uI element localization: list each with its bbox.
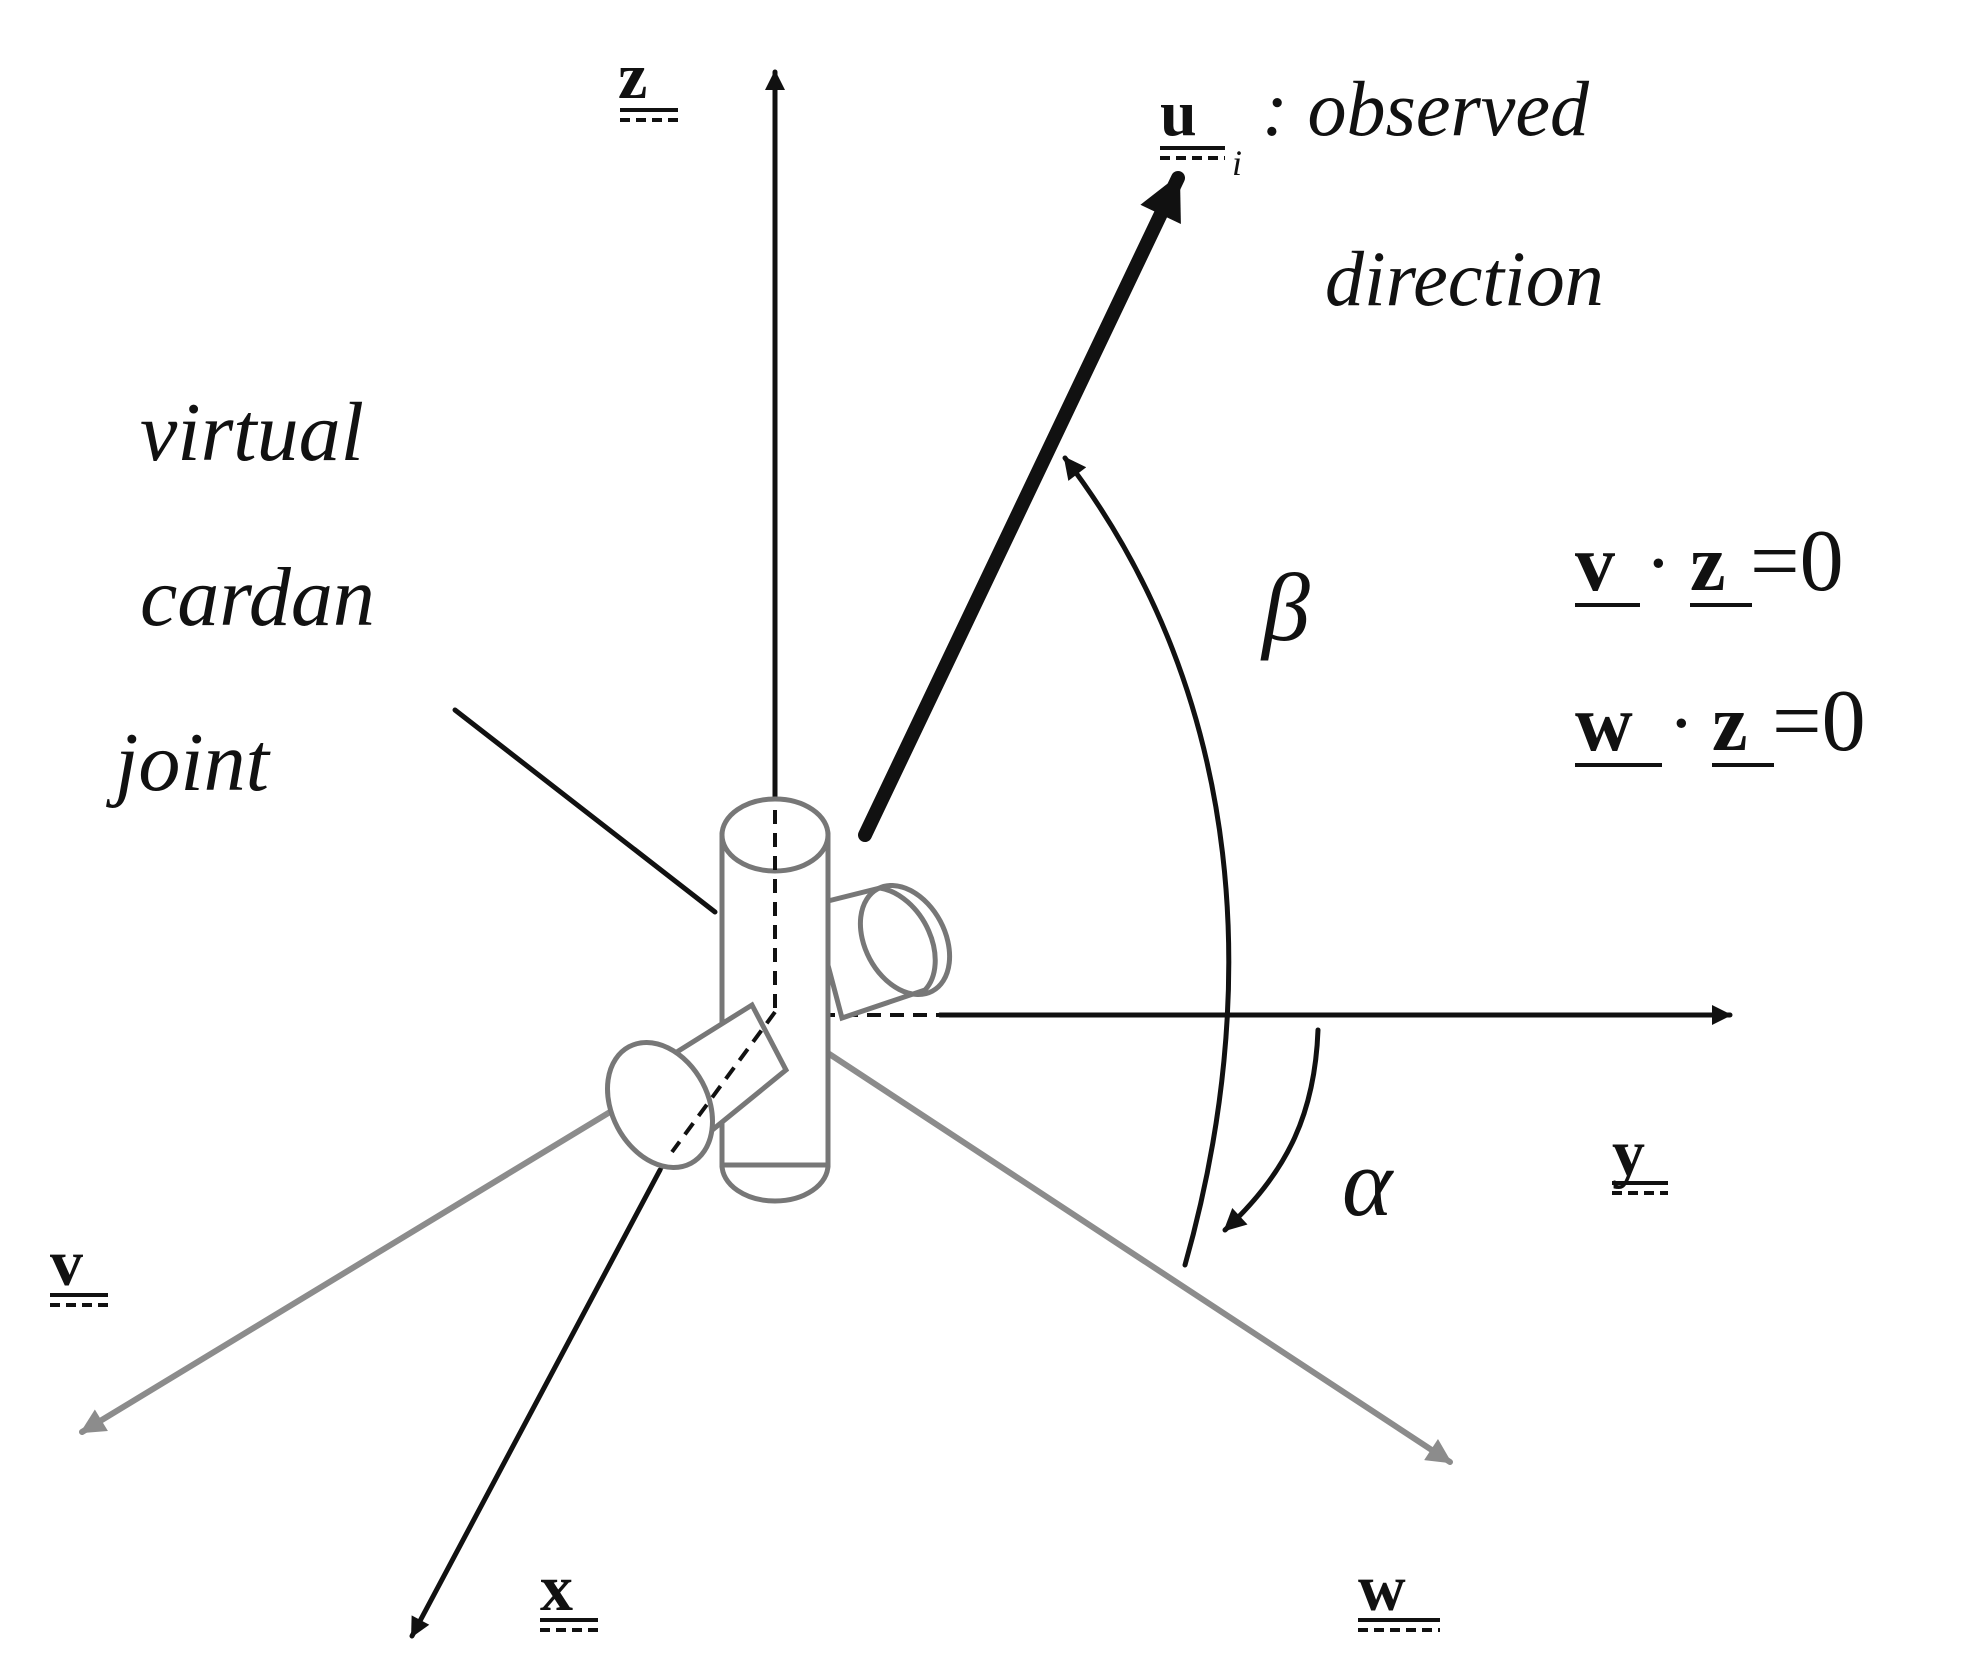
x-axis-in-joint (670, 1010, 777, 1154)
svg-text:u: u (1160, 77, 1197, 150)
v-label: v (50, 1227, 108, 1307)
svg-text:w: w (1575, 680, 1633, 768)
w-axis-arrow (767, 1012, 1453, 1465)
svg-text:·: · (1645, 520, 1672, 608)
u-label: u i : observed direction (1160, 65, 1604, 322)
svg-text:z: z (1690, 520, 1726, 608)
svg-text:·: · (1668, 680, 1695, 768)
x-label: x (540, 1552, 598, 1632)
svg-text:v: v (50, 1227, 83, 1300)
svg-text:joint: joint (106, 716, 272, 809)
alpha-label: α (1342, 1129, 1394, 1236)
y-label: y (1612, 1117, 1668, 1195)
svg-text:direction: direction (1325, 235, 1604, 322)
alpha-arc (1222, 1027, 1321, 1233)
svg-text:x: x (540, 1552, 573, 1625)
svg-text:v: v (1575, 520, 1615, 608)
svg-text:cardan: cardan (140, 551, 375, 644)
svg-text:=0: =0 (1772, 673, 1866, 770)
beta-arc (1062, 455, 1232, 1268)
svg-text:z: z (618, 40, 647, 113)
joint-leader-line (452, 707, 718, 915)
svg-text:y: y (1612, 1117, 1645, 1190)
svg-text:i: i (1232, 143, 1242, 183)
equation-w-dot-z: w · z =0 (1575, 673, 1866, 770)
w-label: w (1358, 1552, 1440, 1632)
svg-text:z: z (1712, 680, 1748, 768)
svg-text:: observed: : observed (1262, 65, 1590, 152)
u-observed-direction-arrow (858, 171, 1185, 842)
svg-text:w: w (1358, 1552, 1406, 1625)
equation-v-dot-z: v · z =0 (1575, 513, 1844, 610)
beta-label: β (1260, 554, 1310, 661)
virtual-cardan-joint-label: virtual cardan joint (106, 386, 375, 809)
svg-text:virtual: virtual (140, 386, 364, 479)
svg-text:=0: =0 (1750, 513, 1844, 610)
z-label: z (618, 40, 678, 122)
x-axis-arrow (409, 1167, 663, 1639)
